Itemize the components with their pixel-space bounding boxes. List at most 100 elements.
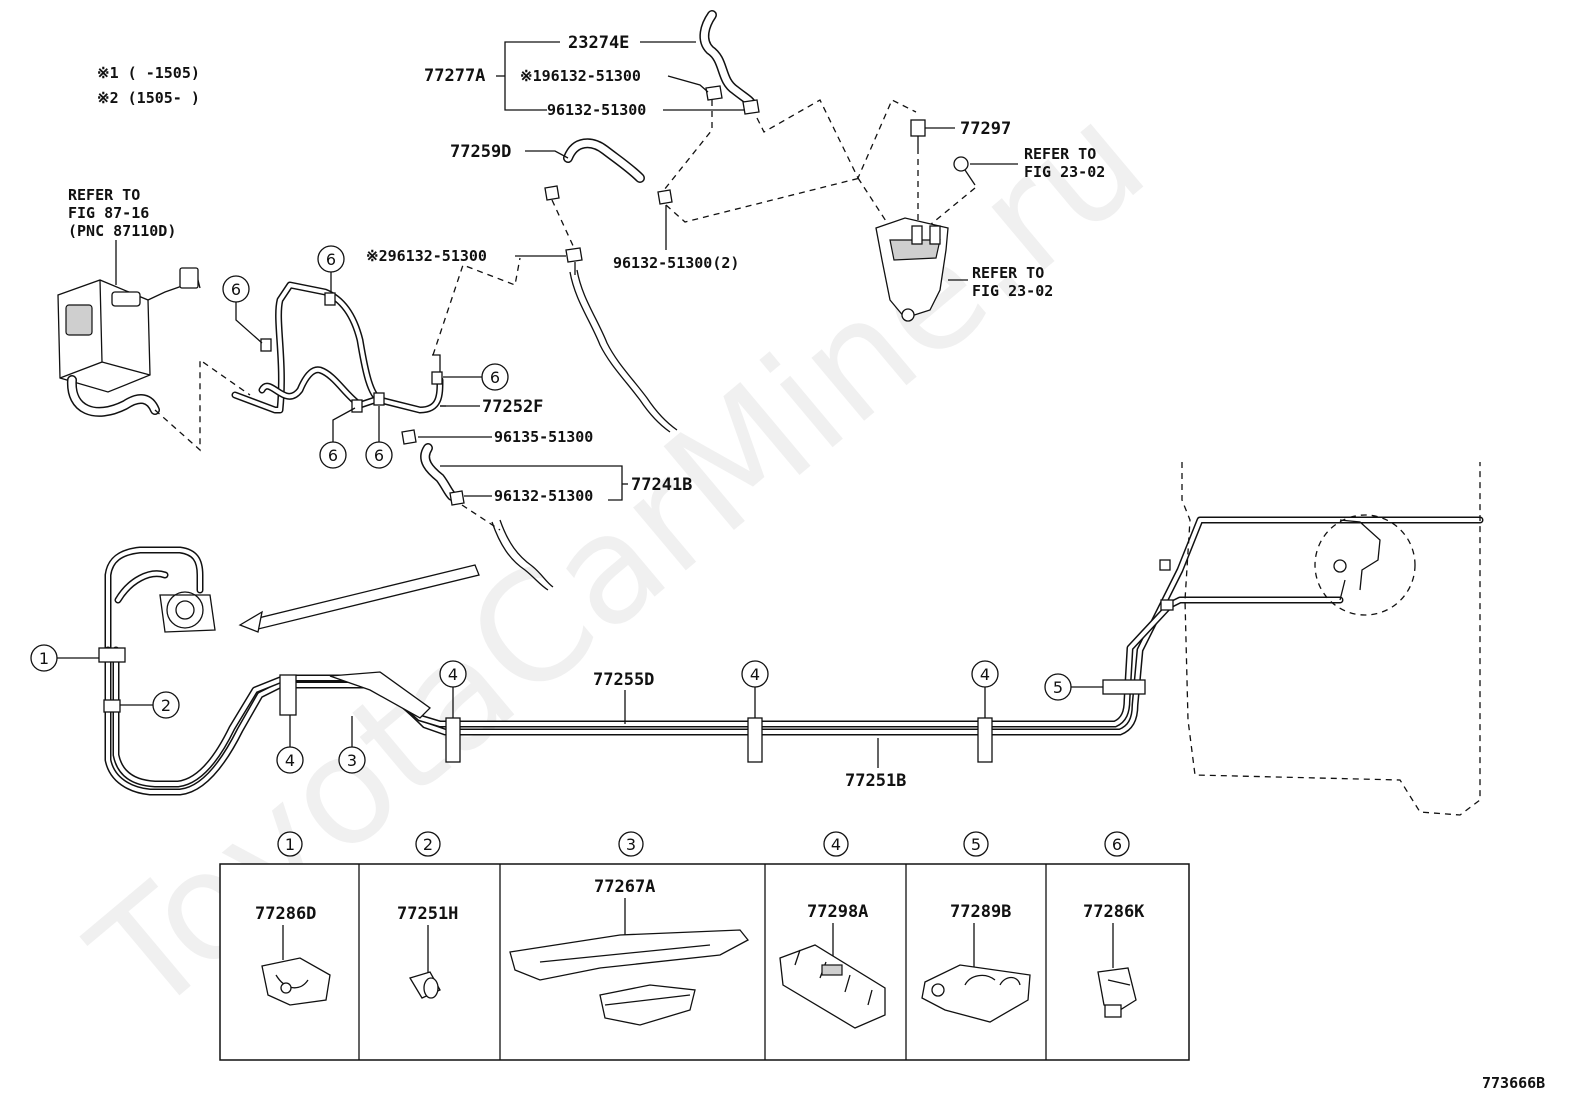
svg-text:6: 6: [490, 368, 500, 387]
legend-header-4: 4: [823, 831, 849, 857]
callout-77259D: 77259D: [450, 142, 511, 162]
clip-77286K-icon: [1097, 923, 1137, 1018]
clamp-6a-icon: [260, 338, 272, 352]
legend-header-2: 2: [415, 831, 441, 857]
fuel-tank-outline: [1159, 462, 1481, 816]
svg-text:1: 1: [39, 649, 49, 668]
ref-left-line1: REFER TO: [68, 186, 140, 204]
svg-text:4: 4: [750, 665, 760, 684]
ref-top-line2: FIG 23-02: [1024, 163, 1105, 181]
legend-part-5: 77289B: [950, 902, 1011, 922]
clamp-77298A-icon: [779, 923, 886, 1029]
ref-mid-line2: FIG 23-02: [972, 282, 1053, 300]
clamp-6c-icon: [373, 392, 385, 406]
svg-text:2: 2: [161, 696, 171, 715]
note-1: ※1 ( -1505): [97, 64, 200, 82]
legend-header-1: 1: [277, 831, 303, 857]
legend-part-6: 77286K: [1083, 902, 1145, 922]
clamp-4-c-icon: [977, 717, 993, 763]
throttle-body-icon: [104, 546, 216, 654]
callout-77251B: 77251B: [845, 771, 906, 791]
callout-77255D: 77255D: [593, 670, 654, 690]
marker-6-c: 6: [443, 363, 509, 391]
marker-5: 5: [1044, 673, 1103, 701]
clamp-1-icon: [98, 647, 126, 663]
hose-77241B: [401, 429, 465, 506]
hose-23274E: [699, 10, 760, 115]
clamp-6e-icon: [431, 371, 443, 385]
callout-96135: 96135-51300: [494, 428, 593, 446]
legend-table: [219, 863, 1190, 1061]
callout-96132-2: 96132-51300(2): [613, 254, 739, 272]
callout-77277A: 77277A: [424, 66, 485, 86]
marker-6-d: 6: [319, 407, 356, 469]
marker-3: 3: [338, 716, 366, 774]
svg-text:4: 4: [448, 665, 458, 684]
marker-4-c: 4: [971, 660, 999, 718]
svg-text:5: 5: [1053, 678, 1063, 697]
hose-77259D: [544, 138, 673, 205]
svg-text:6: 6: [374, 446, 384, 465]
legend-part-1: 77286D: [255, 904, 316, 924]
svg-text:6: 6: [326, 250, 336, 269]
svg-text:6: 6: [231, 280, 241, 299]
svg-text:5: 5: [971, 835, 981, 854]
figure-id: 773666B: [1482, 1074, 1545, 1092]
marker-6-e: 6: [365, 406, 393, 469]
svg-text:3: 3: [626, 835, 636, 854]
svg-text:6: 6: [328, 446, 338, 465]
ref-left-line3: (PNC 87110D): [68, 222, 176, 240]
marker-4-left: 4: [276, 715, 304, 774]
svg-text:4: 4: [831, 835, 841, 854]
callout-96132-note2: ※296132-51300: [366, 247, 487, 265]
legend-header-6: 6: [1104, 831, 1130, 857]
legend-header-5: 5: [963, 831, 989, 857]
ref-mid-line1: REFER TO: [972, 264, 1044, 282]
callout-77297: 77297: [960, 119, 1011, 139]
svg-text:3: 3: [347, 751, 357, 770]
clamp-77286D-icon: [261, 925, 331, 1006]
clamp-4-b-icon: [747, 717, 763, 763]
clamp-2-icon: [103, 699, 121, 713]
marker-6-a: 6: [222, 275, 263, 344]
callout-96132-top: 96132-51300: [547, 101, 646, 119]
sleeve-77251H-icon: [409, 925, 441, 999]
clamp-6b-icon: [324, 292, 336, 306]
svg-text:4: 4: [285, 751, 295, 770]
direction-arrow-head: [238, 610, 263, 633]
fuel-pump-bracket-icon: [875, 217, 949, 322]
marker-4-b: 4: [741, 660, 769, 718]
clamp-6d-icon: [351, 399, 363, 413]
callout-96132-low: 96132-51300: [494, 487, 593, 505]
clamp-77289B-icon: [921, 923, 1031, 1023]
clamp-4-left-icon: [279, 674, 297, 716]
legend-part-4: 77298A: [807, 902, 868, 922]
svg-text:4: 4: [980, 665, 990, 684]
protector-77267A-icon: [509, 898, 749, 1026]
callout-77241B: 77241B: [631, 475, 692, 495]
marker-2: 2: [120, 691, 180, 719]
clamp-note2-icon: [565, 247, 583, 263]
ref-top-line1: REFER TO: [1024, 145, 1096, 163]
callout-23274E: 23274E: [568, 33, 629, 53]
note-2: ※2 (1505- ): [97, 89, 200, 107]
clamp-5-icon: [1102, 679, 1146, 695]
callout-96132-note1: ※196132-51300: [520, 67, 641, 85]
vapor-hose-assembly: [231, 281, 444, 414]
clamp-4-a-icon: [445, 717, 461, 763]
legend-header-3: 3: [618, 831, 644, 857]
ref-left-line2: FIG 87-16: [68, 204, 149, 222]
svg-text:1: 1: [285, 835, 295, 854]
legend-part-2: 77251H: [397, 904, 458, 924]
marker-1: 1: [30, 644, 99, 672]
valve-77297-icon: [910, 119, 955, 148]
legend-part-3: 77267A: [594, 877, 655, 897]
marker-6-b: 6: [317, 245, 345, 292]
callout-77252F: 77252F: [482, 397, 543, 417]
marker-4-a: 4: [439, 660, 467, 718]
charcoal-canister-icon: [57, 267, 201, 417]
svg-text:2: 2: [423, 835, 433, 854]
svg-text:6: 6: [1112, 835, 1122, 854]
bolt-icon: [953, 156, 976, 186]
